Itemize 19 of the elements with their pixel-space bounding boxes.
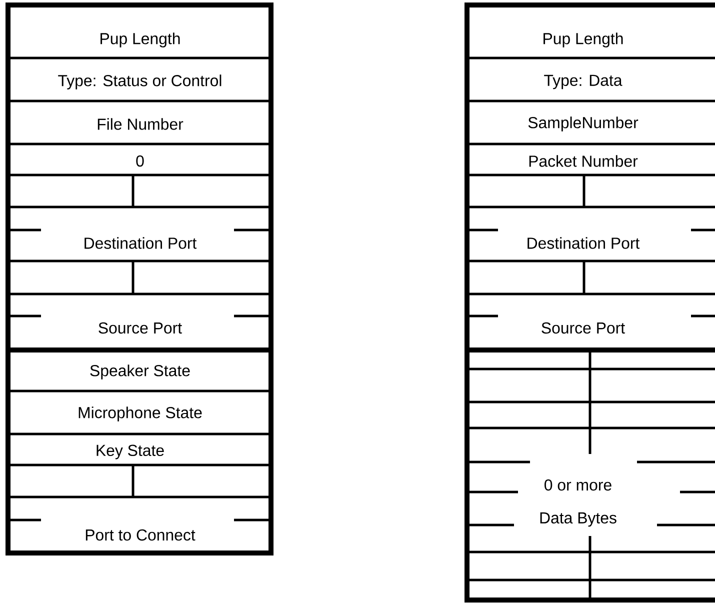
field-cell: File Number <box>98 118 184 130</box>
field-cell: Destination Port <box>528 237 640 249</box>
field-cell: Pup Length <box>100 32 180 48</box>
field-cell: Source Port <box>542 322 625 334</box>
field-cell: 0 or more Data Bytes <box>540 479 616 527</box>
field-cell: Source Port <box>98 322 182 334</box>
packet-frame <box>6 2 274 556</box>
field-cell: Microphone State <box>78 406 202 422</box>
field-cell: Speaker State <box>90 364 190 380</box>
field-cell: Packet Number <box>529 155 638 167</box>
field-cell: Pup Length <box>544 32 623 48</box>
field-cell: Type: Data <box>544 74 622 90</box>
field-cell: Destination Port <box>84 237 197 249</box>
field-cell: Port to Connect <box>86 529 196 541</box>
field-cell: Type: Status or Control <box>58 74 222 90</box>
packet-frame <box>464 2 715 602</box>
field-cell: 0 <box>136 155 144 167</box>
field-cell: Key State <box>96 444 164 460</box>
field-cell: SampleNumber <box>528 116 638 132</box>
